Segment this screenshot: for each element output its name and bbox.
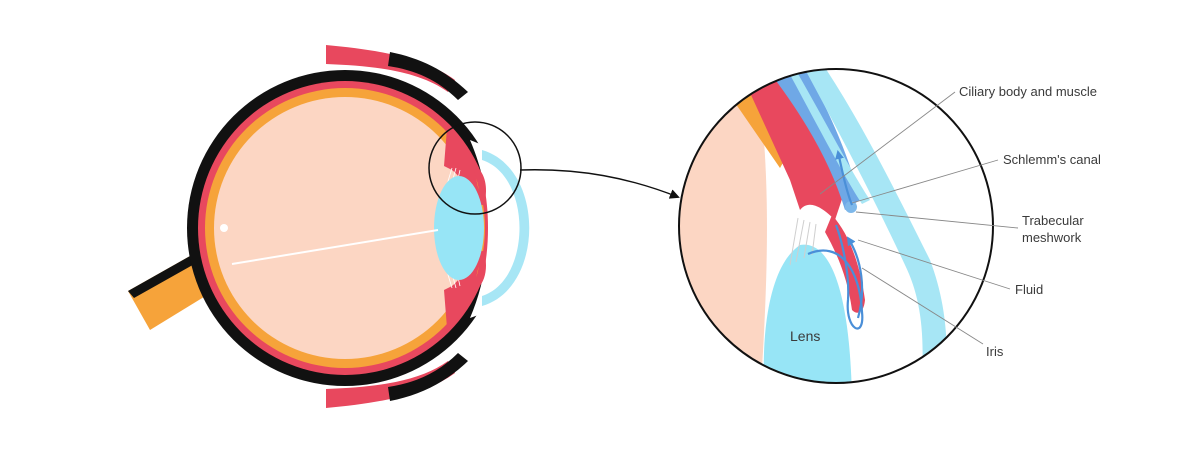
vitreous-body (214, 97, 476, 359)
zoom-sclera-band (760, 69, 860, 210)
zoom-ciliary-body (735, 69, 845, 220)
label-trabecular-meshwork: Trabecular meshwork (1022, 212, 1084, 246)
fluid-flow-arrow (807, 224, 864, 330)
zoom-arrow (519, 169, 680, 199)
leader-trabecular (855, 211, 1019, 229)
zoom-detail (679, 69, 993, 383)
upper-muscle-tendon (388, 52, 468, 100)
eye-lens (434, 176, 484, 280)
zoom-zonule-fibers (789, 217, 817, 266)
label-fluid: Fluid (1015, 282, 1044, 297)
leader-lines (819, 91, 1019, 345)
magnify-circle (428, 121, 522, 215)
leader-fluid (857, 239, 1011, 290)
fovea (220, 224, 228, 232)
leader-ciliary (819, 91, 956, 195)
fluid-outflow-arrow (835, 150, 854, 206)
visual-axis-line (231, 229, 439, 265)
label-schlemms-canal: Schlemm's canal (1003, 152, 1101, 167)
zoom-lens (763, 244, 852, 383)
optic-nerve-sheath (128, 256, 198, 298)
zoom-cornea-inner (782, 69, 870, 204)
fluid-inflow-arrow (846, 236, 864, 319)
leader-iris (861, 267, 984, 345)
upper-iris (474, 168, 486, 205)
whole-eye (128, 45, 530, 408)
zoom-frame (678, 68, 994, 384)
leader-schlemm (851, 159, 999, 204)
label-iris: Iris (986, 344, 1004, 359)
lower-iris (474, 251, 486, 288)
upper-eye-muscle (326, 45, 455, 92)
label-trabecular-line2: meshwork (1022, 230, 1082, 245)
lower-eye-muscle (326, 361, 455, 408)
label-trabecular-line1: Trabecular (1022, 213, 1084, 228)
zoom-trabecular-meshwork (845, 201, 857, 213)
lower-muscle-tendon (388, 353, 468, 401)
anterior-cutaway (470, 140, 520, 318)
cornea (482, 150, 530, 306)
label-lens: Lens (790, 328, 821, 344)
label-ciliary-body: Ciliary body and muscle (959, 84, 1098, 99)
